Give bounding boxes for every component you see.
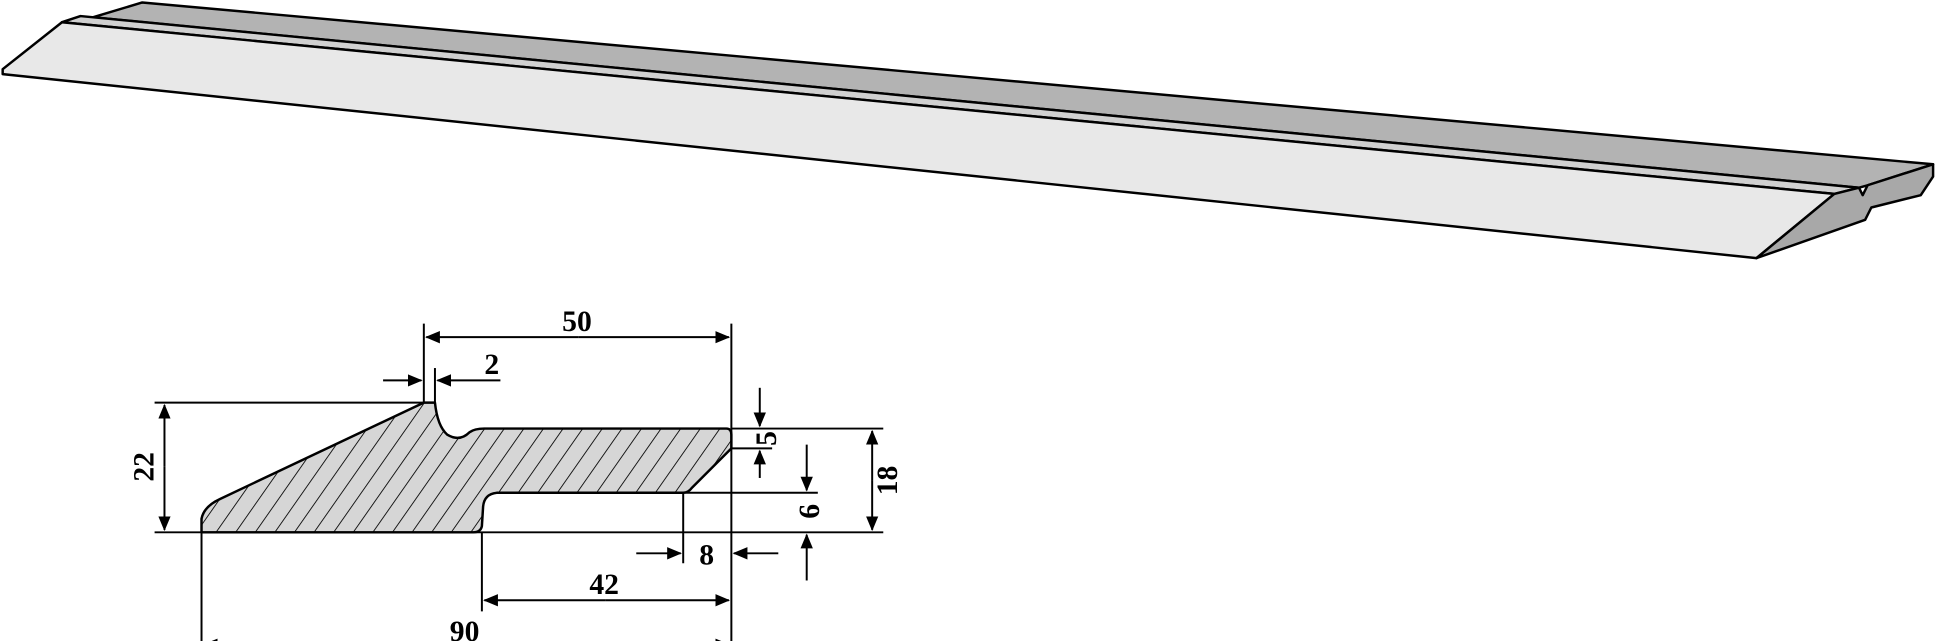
dim-label-90: 90	[450, 616, 480, 641]
dimension-overall-height: 22	[128, 403, 171, 532]
dim-label-22: 22	[128, 452, 160, 482]
dim-label-8: 8	[699, 539, 714, 571]
dimension-step-height: 6	[794, 444, 826, 581]
dimension-groove-offset: 2	[383, 349, 501, 387]
dimension-body-height: 18	[865, 429, 904, 532]
blade-3d-view	[1, 1, 1935, 260]
dimension-top-width: 50	[425, 306, 731, 344]
dim-label-6: 6	[794, 504, 826, 519]
dimension-chamfer-height: 5	[751, 387, 783, 478]
dim-label-50: 50	[562, 306, 592, 338]
blade-end-face	[1755, 163, 1935, 260]
cross-section: 50 2 22 5 6 18	[128, 306, 904, 641]
extension-lines	[154, 323, 884, 641]
section-profile	[200, 401, 733, 534]
dimension-step-width: 42	[483, 569, 731, 607]
dim-label-5: 5	[751, 431, 783, 446]
dim-label-2: 2	[484, 349, 499, 381]
dimension-chamfer-width: 8	[636, 539, 779, 571]
dimension-overall-width: 90	[202, 616, 731, 641]
dim-label-42: 42	[589, 569, 619, 601]
dim-label-18: 18	[872, 466, 904, 496]
